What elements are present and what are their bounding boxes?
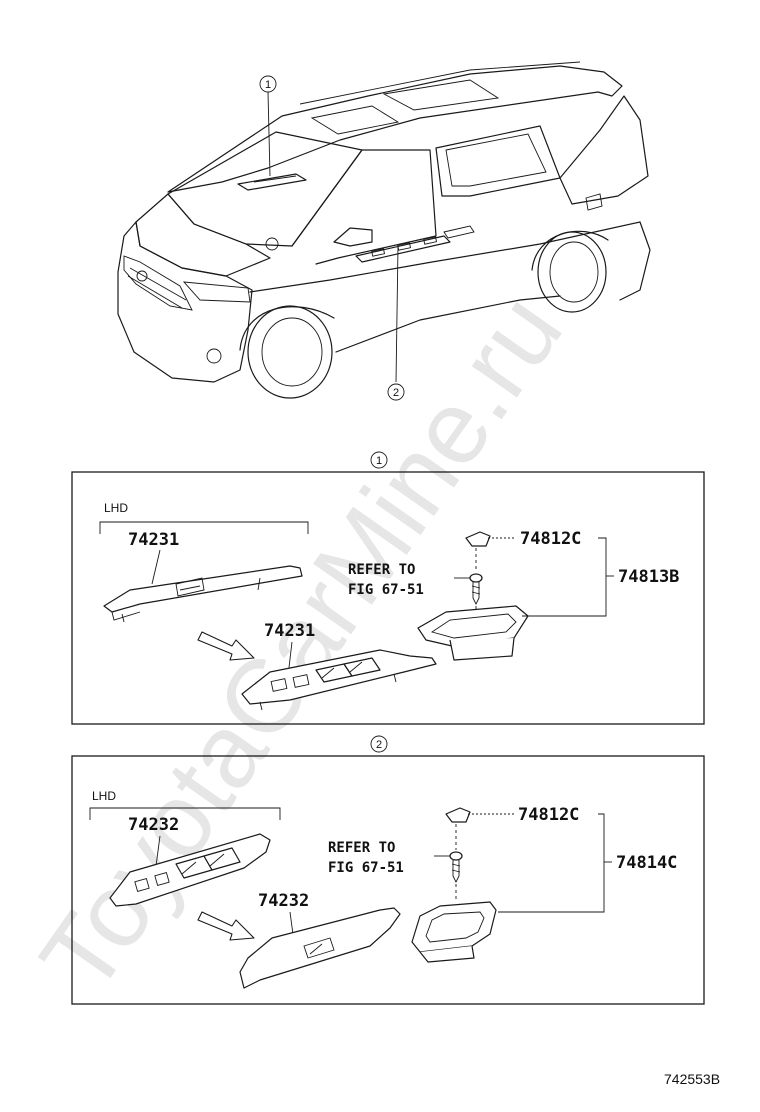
master-switch-assembly	[241, 649, 437, 711]
assembly-bracket	[498, 813, 605, 913]
part-number-74232-top: 74232	[128, 815, 179, 835]
lhd-bracket	[99, 521, 309, 534]
assembly-bracket	[522, 537, 607, 617]
assembly-arrow	[197, 631, 255, 661]
section-1-drive-label: LHD	[104, 501, 128, 515]
figure-code: 742553B	[664, 1071, 720, 1087]
leader-line	[395, 245, 399, 383]
cap-piece	[465, 531, 491, 547]
switch-bezel	[411, 901, 497, 963]
section-1-frame	[71, 471, 705, 725]
vehicle-illustration	[117, 61, 651, 399]
refer-to-line2: FIG 67-51	[348, 582, 424, 598]
leader-line	[151, 549, 161, 585]
callout-2: 2	[387, 383, 405, 401]
lhd-bracket	[89, 807, 281, 820]
section-2-marker: 2	[370, 735, 388, 753]
door-switch-assembly	[239, 907, 401, 989]
screw	[469, 573, 483, 606]
part-number-74232-assembled: 74232	[258, 891, 309, 911]
door-switch-panel	[109, 833, 271, 907]
svg-text:1: 1	[265, 79, 271, 91]
refer-to-line1: REFER TO	[348, 562, 415, 578]
screw	[449, 851, 463, 884]
part-number-74812c: 74812C	[518, 805, 579, 825]
part-number-74814c: 74814C	[616, 853, 677, 873]
part-number-74813b: 74813B	[618, 567, 679, 587]
leader-line	[155, 835, 161, 867]
section-2-frame	[71, 755, 705, 1005]
switch-bezel	[417, 605, 529, 661]
part-number-74812c: 74812C	[520, 529, 581, 549]
svg-text:1: 1	[376, 455, 382, 467]
svg-text:2: 2	[393, 387, 399, 399]
refer-to-line2: FIG 67-51	[328, 860, 404, 876]
cap-piece	[445, 807, 471, 823]
callout-1: 1	[259, 75, 277, 93]
svg-text:2: 2	[376, 739, 382, 751]
section-1-marker: 1	[370, 451, 388, 469]
leader-line	[267, 91, 271, 177]
section-2-drive-label: LHD	[92, 789, 116, 803]
part-number-74231-assembled: 74231	[264, 621, 315, 641]
master-switch-panel	[103, 565, 303, 623]
part-number-74231-top: 74231	[128, 530, 179, 550]
refer-to-line1: REFER TO	[328, 840, 395, 856]
assembly-arrow	[197, 911, 255, 941]
